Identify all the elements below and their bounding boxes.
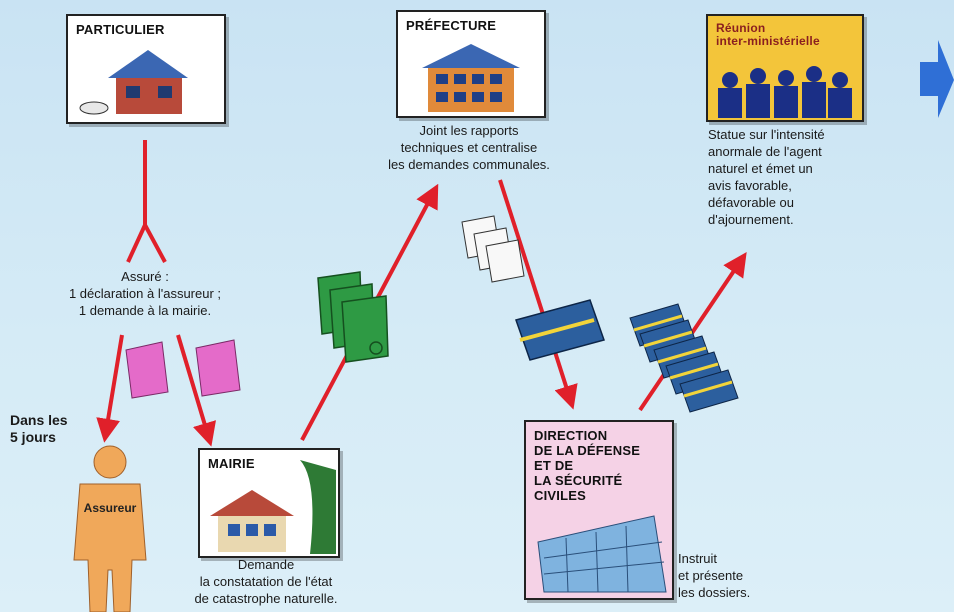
mairie-box: MAIRIE xyxy=(198,448,340,558)
particulier-title: PARTICULIER xyxy=(76,22,165,37)
prefecture-box: PRÉFECTURE xyxy=(396,10,546,118)
assure-caption: Assuré : 1 déclaration à l'assureur ; 1 … xyxy=(68,269,222,318)
green-documents-icon xyxy=(317,271,389,363)
reunion-title: Réunion inter-ministérielle xyxy=(716,21,820,48)
mairie-building-icon xyxy=(210,460,336,554)
arrow-to-mairie xyxy=(176,334,216,447)
prefecture-caption: Joint les rapports techniques et central… xyxy=(388,123,550,172)
folders-stack-icon xyxy=(629,303,739,413)
ddsc-box: DIRECTION DE LA DÉFENSE ET DE LA SÉCURIT… xyxy=(524,420,674,600)
line-split-left xyxy=(126,224,147,263)
arrow-prefecture-to-ddsc xyxy=(498,179,578,410)
assureur-person-icon xyxy=(73,445,147,612)
mairie-caption: Demande la constatation de l'état de cat… xyxy=(194,557,338,606)
house-icon xyxy=(79,50,188,115)
particulier-box: PARTICULIER xyxy=(66,14,226,124)
delai-label: Dans les 5 jours xyxy=(10,412,68,445)
mairie-title: MAIRIE xyxy=(208,456,255,471)
prefecture-title: PRÉFECTURE xyxy=(406,18,497,33)
next-step-arrow-icon xyxy=(920,40,954,118)
line-split-right xyxy=(143,224,167,263)
arrow-to-assureur xyxy=(96,334,124,443)
prefecture-building-icon xyxy=(422,44,520,112)
folder-icon xyxy=(515,299,605,361)
reunion-box: Réunion inter-ministérielle xyxy=(706,14,864,122)
meeting-people-icon xyxy=(718,66,852,118)
ddsc-building-icon xyxy=(537,515,667,593)
reunion-caption: Statue sur l'intensité anormale de l'age… xyxy=(708,127,825,227)
ddsc-caption: Instruit et présente les dossiers. xyxy=(678,551,751,600)
assureur-label: Assureur xyxy=(83,501,137,515)
papers-icon xyxy=(461,215,525,283)
ddsc-title: DIRECTION DE LA DÉFENSE ET DE LA SÉCURIT… xyxy=(534,428,641,503)
pink-documents-icon xyxy=(125,339,241,399)
